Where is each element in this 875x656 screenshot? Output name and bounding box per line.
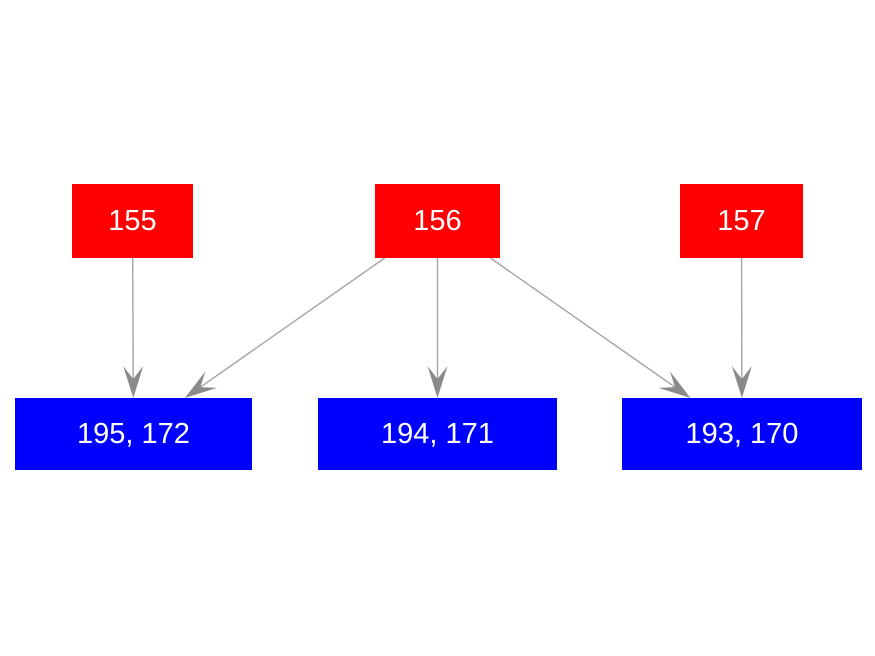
edge-157-to-193-170 — [731, 257, 752, 398]
arrowhead-icon — [427, 366, 448, 398]
node-label: 156 — [413, 204, 462, 237]
edge-156-to-195-172 — [184, 257, 386, 398]
edge-line — [489, 257, 676, 388]
edge-line — [200, 257, 386, 388]
arrowhead-icon — [184, 371, 217, 398]
node-label: 157 — [717, 204, 766, 237]
node-194-171: 194, 171 — [318, 398, 557, 470]
edge-156-to-194-171 — [427, 258, 448, 398]
node-193-170: 193, 170 — [622, 398, 862, 470]
edge-156-to-193-170 — [489, 257, 691, 398]
edge-line — [131, 257, 134, 380]
node-156: 156 — [375, 184, 500, 258]
edge-155-to-195-172 — [123, 257, 144, 398]
node-157: 157 — [680, 184, 803, 258]
arrowhead-icon — [123, 365, 144, 398]
node-label: 194, 171 — [381, 417, 494, 450]
node-155: 155 — [72, 184, 193, 258]
node-195-172: 195, 172 — [15, 398, 252, 470]
node-label: 155 — [108, 204, 157, 237]
arrowhead-icon — [658, 371, 691, 398]
arrowhead-icon — [731, 365, 752, 398]
node-label: 193, 170 — [685, 417, 799, 450]
node-label: 195, 172 — [77, 417, 190, 450]
